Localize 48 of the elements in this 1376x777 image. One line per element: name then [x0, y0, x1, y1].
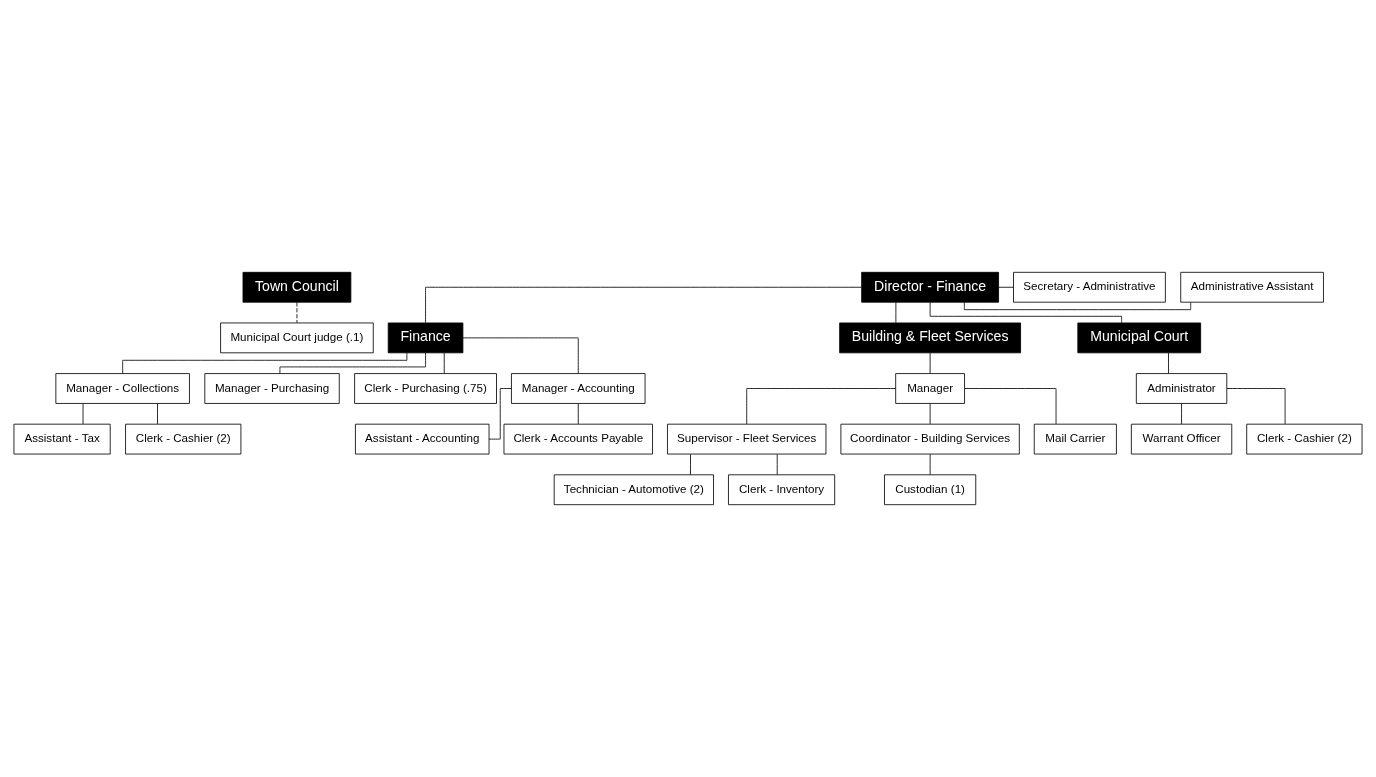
- connector: [1168, 352, 1169, 374]
- node-box: Clerk - Cashier (2): [125, 423, 242, 455]
- connector: [577, 403, 579, 425]
- connector: [462, 337, 579, 374]
- connector: [998, 286, 1014, 288]
- node-box: Municipal Court judge (.1): [220, 322, 374, 354]
- connector: [963, 301, 1192, 311]
- node-box: Clerk - Accounts Payable: [503, 423, 653, 455]
- connector: [929, 403, 931, 425]
- node-box: Secretary - Administrative: [1013, 271, 1166, 303]
- connector: [1181, 403, 1182, 425]
- node-box: Technician - Automotive (2): [553, 474, 714, 506]
- connector: [296, 302, 298, 324]
- node-box: Manager: [895, 373, 965, 404]
- node-box: Supervisor - Fleet Services: [667, 423, 827, 455]
- node-box: Assistant - Tax: [13, 423, 111, 455]
- node-box: Administrative Assistant: [1180, 271, 1324, 303]
- connector: [443, 352, 445, 374]
- node-box: Town Council: [242, 271, 352, 303]
- node-box: Manager - Accounting: [511, 373, 646, 404]
- connector: [488, 388, 512, 440]
- connector: [1226, 388, 1286, 425]
- node-box: Coordinator - Building Services: [840, 423, 1020, 455]
- node-box: Municipal Court: [1077, 322, 1202, 354]
- node-box: Building & Fleet Services: [839, 322, 1021, 354]
- node-box: Manager - Purchasing: [204, 373, 340, 404]
- connector: [964, 388, 1057, 425]
- node-box: Mail Carrier: [1033, 423, 1117, 455]
- connector: [929, 352, 931, 374]
- node-box: Assistant - Accounting: [355, 423, 490, 455]
- connector: [82, 403, 84, 425]
- node-box: Administrator: [1135, 373, 1228, 404]
- connector: [279, 352, 426, 374]
- node-box: Clerk - Purchasing (.75): [354, 373, 497, 404]
- connector: [776, 453, 778, 475]
- node-box: Custodian (1): [884, 474, 977, 506]
- node-box: Finance: [387, 322, 464, 354]
- connector: [425, 286, 862, 324]
- node-box: Warrant Officer: [1130, 423, 1233, 455]
- connector: [746, 388, 897, 425]
- connector: [690, 453, 691, 475]
- node-box: Director - Finance: [861, 271, 999, 303]
- connector: [157, 403, 158, 425]
- connector: [929, 453, 931, 475]
- node-box: Clerk - Inventory: [728, 474, 836, 506]
- node-box: Clerk - Cashier (2): [1246, 423, 1363, 455]
- node-box: Manager - Collections: [55, 373, 190, 404]
- connector: [895, 302, 897, 324]
